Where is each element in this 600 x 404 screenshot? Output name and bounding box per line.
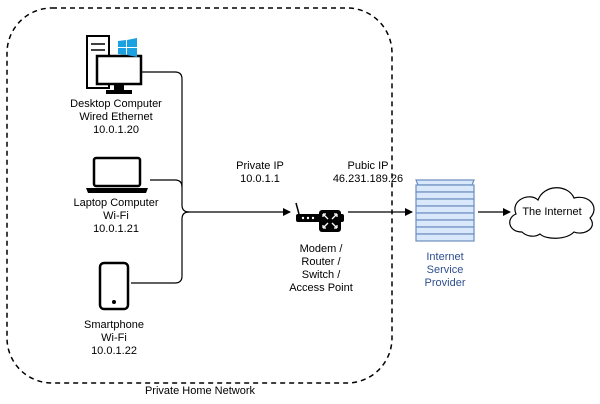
private-network-boundary [6,7,393,384]
public-ip-label: Pubic IP 46.231.189.26 [318,160,418,186]
router-icon [295,202,344,232]
smartphone-name: Smartphone [84,319,144,331]
smartphone-connection [131,211,190,284]
router-line-2: Router / [301,256,341,268]
laptop-connection [150,179,183,188]
network-boundary-label: Private Home Network [144,385,256,397]
isp-line-3: Provider [424,277,466,289]
isp-line-2: Service [426,264,464,276]
desktop-name: Desktop Computer [70,98,162,110]
router-line-1: Modem / [299,243,343,255]
smartphone-icon [98,261,130,311]
private-ip-value: 10.0.1.1 [240,173,280,185]
internet-label: The Internet [522,206,582,218]
laptop-name: Laptop Computer [73,197,159,209]
desktop-connection-type: Wired Ethernet [79,111,153,123]
desktop-connection [141,71,190,213]
laptop-ip: 10.0.1.21 [93,223,139,235]
private-ip-title: Private IP [236,160,284,172]
isp-line-1: Internet [426,251,464,263]
desktop-ip: 10.0.1.20 [93,124,139,136]
desktop-label: Desktop Computer Wired Ethernet 10.0.1.2… [52,98,180,137]
smartphone-label: Smartphone Wi-Fi 10.0.1.22 [52,319,176,358]
isp-label: Internet Service Provider [405,251,485,290]
cloud-icon [509,187,595,239]
server-rack-icon [415,179,475,242]
desktop-computer-icon [86,35,143,94]
router-label: Modem / Router / Switch / Access Point [276,243,366,295]
router-line-4: Access Point [289,282,353,294]
laptop-icon [86,156,148,193]
laptop-label: Laptop Computer Wi-Fi 10.0.1.21 [52,197,180,236]
connection-lines [131,71,511,284]
private-ip-label: Private IP 10.0.1.1 [215,160,305,186]
laptop-connection-type: Wi-Fi [103,210,129,222]
windows-logo-icon [118,38,137,57]
smartphone-connection-type: Wi-Fi [101,332,127,344]
router-line-3: Switch / [301,269,341,281]
public-ip-title: Pubic IP [347,160,389,172]
smartphone-ip: 10.0.1.22 [91,345,137,357]
public-ip-value: 46.231.189.26 [332,173,404,185]
